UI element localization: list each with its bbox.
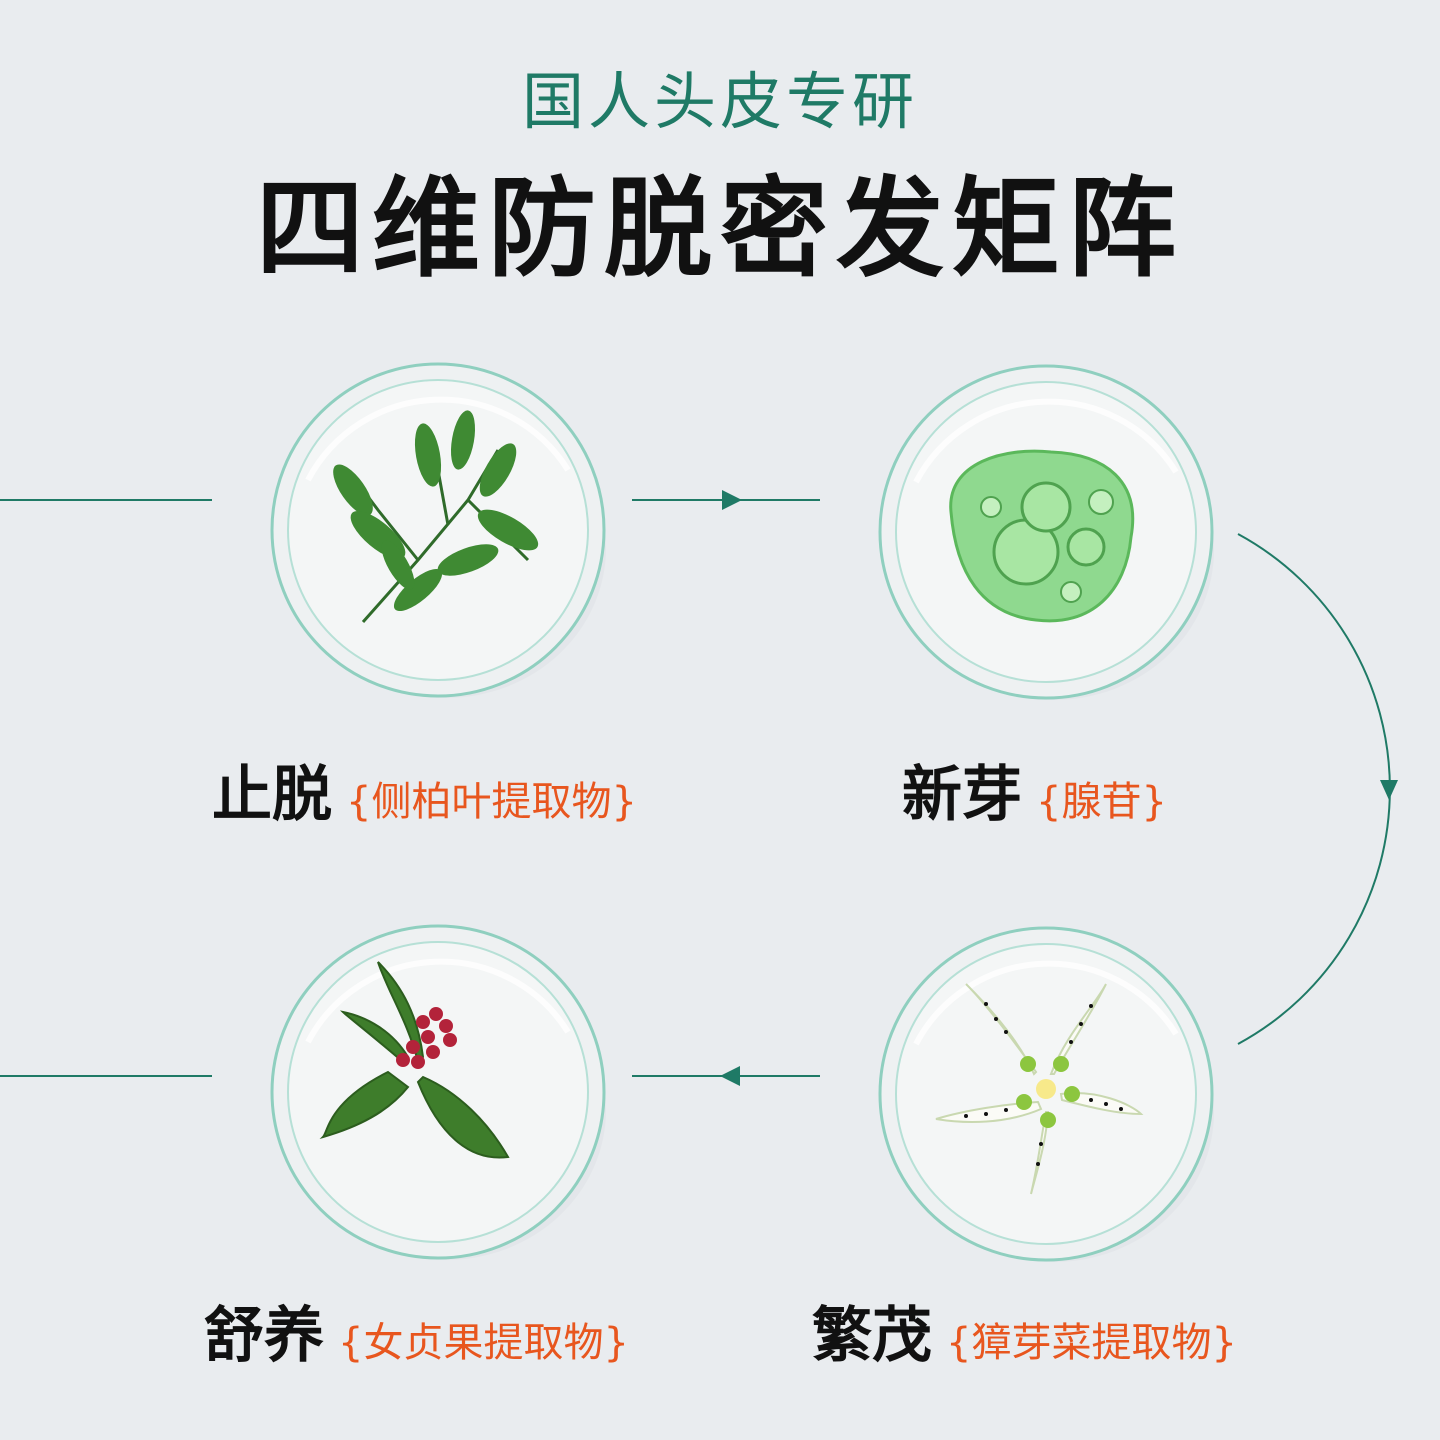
- cypress-branch-icon: [270, 362, 606, 698]
- petri-dish-flower: [876, 924, 1216, 1264]
- petri-dish-gel: [876, 362, 1216, 702]
- item-label-3: 繁茂 {獐芽菜提取物}: [812, 1296, 1237, 1391]
- connector-right-arc: [1237, 533, 1391, 1045]
- privet-berries-icon: [270, 924, 606, 1260]
- petri-dish-cypress: [268, 360, 608, 700]
- gel-droplet-icon: [878, 364, 1214, 700]
- item-label-2: 新芽 {腺苷}: [902, 755, 1167, 850]
- item-ingredient: {女贞果提取物}: [338, 1320, 629, 1366]
- subtitle: 国人头皮专研: [521, 65, 918, 138]
- arrow-left-icon: [720, 1066, 740, 1086]
- arrow-right-icon: [722, 490, 742, 510]
- item-name: 舒养: [204, 1301, 324, 1371]
- item-ingredient: {侧柏叶提取物}: [346, 779, 637, 825]
- item-ingredient: {腺苷}: [1036, 779, 1167, 825]
- swertia-flower-icon: [878, 926, 1214, 1262]
- item-name: 新芽: [902, 760, 1022, 830]
- arrow-down-icon: [1380, 780, 1398, 800]
- petri-dish-berries: [268, 922, 608, 1262]
- item-label-1: 止脱 {侧柏叶提取物}: [212, 755, 637, 850]
- item-name: 繁茂: [812, 1301, 932, 1371]
- item-label-4: 舒养 {女贞果提取物}: [204, 1296, 629, 1391]
- item-ingredient: {獐芽菜提取物}: [946, 1320, 1237, 1366]
- item-name: 止脱: [212, 760, 332, 830]
- page-title: 四维防脱密发矩阵: [255, 167, 1184, 292]
